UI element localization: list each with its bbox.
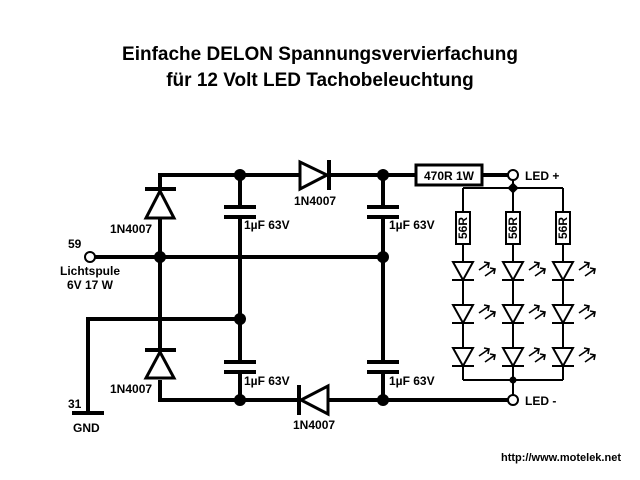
led-diode <box>551 261 575 283</box>
diode-top-series-label: 1N4007 <box>294 194 336 208</box>
diodes <box>143 159 331 417</box>
light-arrow-icon <box>484 354 496 363</box>
junction-dot <box>234 313 246 325</box>
light-arrow-head-icon <box>589 310 596 318</box>
light-arrow-icon <box>578 305 590 314</box>
light-arrow-head-icon <box>533 347 540 355</box>
website-url[interactable]: http://www.motelek.net <box>501 452 621 464</box>
resistor-56r <box>505 211 521 245</box>
light-arrow-head-icon <box>483 347 490 355</box>
diode-top-left-label: 1N4007 <box>110 222 152 236</box>
wires <box>86 173 508 412</box>
led-diode <box>451 304 475 326</box>
junction-dot <box>234 394 246 406</box>
terminal-59[interactable] <box>84 251 96 263</box>
terminal-led-plus[interactable] <box>507 169 519 181</box>
light-arrow-icon <box>484 268 496 277</box>
light-arrow-icon <box>534 354 546 363</box>
light-arrow-icon <box>534 268 546 277</box>
cap-top-right-label: 1µF 63V <box>389 218 435 232</box>
light-arrow-icon <box>484 311 496 320</box>
terminal-59-rating: 6V 17 W <box>67 278 114 292</box>
ground-label: GND <box>73 421 100 435</box>
led-diode <box>501 261 525 283</box>
light-arrow-head-icon <box>489 310 496 318</box>
light-arrow-head-icon <box>583 261 590 269</box>
light-arrow-icon <box>478 305 490 314</box>
led-diode <box>551 304 575 326</box>
junction-dot <box>377 251 389 263</box>
diode-top-left <box>143 187 177 220</box>
resistor-56r-label: 56R <box>556 217 570 239</box>
light-arrow-head-icon <box>483 304 490 312</box>
resistor-56r-label: 56R <box>456 217 470 239</box>
terminal-59-name: Lichtspule <box>60 264 120 278</box>
terminal-59-number: 59 <box>68 237 82 251</box>
light-arrow-icon <box>584 311 596 320</box>
light-arrow-head-icon <box>533 304 540 312</box>
light-arrow-head-icon <box>489 267 496 275</box>
wire-ground-link <box>86 317 240 412</box>
diagram-title: Einfache DELON Spannungsvervierfachung f… <box>0 42 640 94</box>
title-line-2: für 12 Volt LED Tachobeleuchtung <box>166 70 474 91</box>
junction-dot <box>154 251 166 263</box>
light-arrow-head-icon <box>589 267 596 275</box>
wire-bottom-rail <box>158 380 298 402</box>
cap-bottom-right-label: 1µF 63V <box>389 374 435 388</box>
light-arrow-head-icon <box>539 267 546 275</box>
led-diode <box>451 261 475 283</box>
led-array: 56R 56R 56R <box>451 180 596 395</box>
diode-bottom-series <box>297 383 330 417</box>
light-arrow-icon <box>528 305 540 314</box>
diode-bottom-left-label: 1N4007 <box>110 382 152 396</box>
capacitor-top-left <box>224 205 256 219</box>
light-arrow-icon <box>578 348 590 357</box>
light-arrow-icon <box>584 354 596 363</box>
led-diode <box>501 347 525 369</box>
light-arrow-head-icon <box>539 353 546 361</box>
resistor-56r-label: 56R <box>506 217 520 239</box>
resistor-56r <box>555 211 571 245</box>
led-plus-label: LED + <box>525 169 559 183</box>
junction-dot <box>377 169 389 181</box>
title-line-1: Einfache DELON Spannungsvervierfachung <box>122 44 518 65</box>
junctions <box>154 169 389 406</box>
light-arrow-head-icon <box>533 261 540 269</box>
capacitor-bottom-left <box>224 360 256 374</box>
light-arrow-head-icon <box>583 347 590 355</box>
ground-number: 31 <box>68 397 82 411</box>
capacitor-bottom-right <box>367 360 399 374</box>
junction-dot <box>377 394 389 406</box>
led-diode <box>551 347 575 369</box>
diode-bottom-left <box>143 348 177 380</box>
light-arrow-icon <box>534 311 546 320</box>
diode-bottom-series-label: 1N4007 <box>293 418 335 432</box>
light-arrow-icon <box>528 262 540 271</box>
led-minus-label: LED - <box>525 394 556 408</box>
led-diode <box>451 347 475 369</box>
light-arrow-head-icon <box>583 304 590 312</box>
light-arrow-head-icon <box>589 353 596 361</box>
capacitor-top-right <box>367 205 399 219</box>
cap-bottom-left-label: 1µF 63V <box>244 374 290 388</box>
light-arrow-head-icon <box>539 310 546 318</box>
wire-top-rail <box>158 173 300 191</box>
capacitors <box>224 205 399 374</box>
light-arrow-head-icon <box>483 261 490 269</box>
cap-top-left-label: 1µF 63V <box>244 218 290 232</box>
light-arrow-icon <box>578 262 590 271</box>
light-arrow-head-icon <box>489 353 496 361</box>
junction-dot <box>234 169 246 181</box>
resistor-56r <box>455 211 471 245</box>
terminal-led-minus[interactable] <box>507 394 519 406</box>
light-arrow-icon <box>478 262 490 271</box>
light-arrow-icon <box>478 348 490 357</box>
led-diode <box>501 304 525 326</box>
light-arrow-icon <box>528 348 540 357</box>
resistor-470r <box>414 163 484 187</box>
diode-top-series <box>298 159 331 192</box>
resistor-470r-label: 470R 1W <box>424 169 475 183</box>
light-arrow-icon <box>584 268 596 277</box>
